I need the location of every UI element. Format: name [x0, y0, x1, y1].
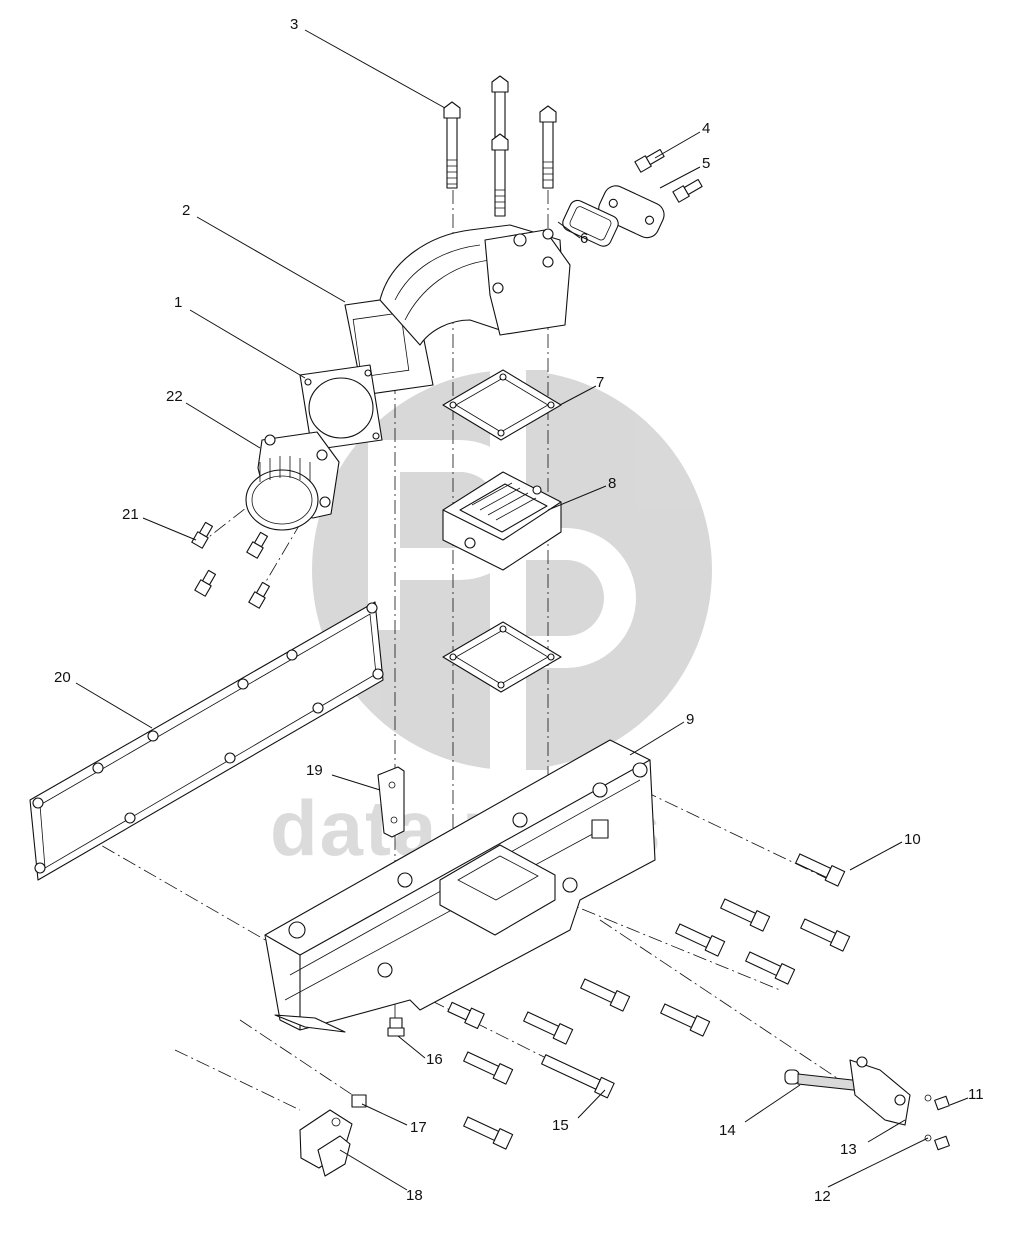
long-bolt: [539, 105, 557, 189]
hex-screw: [634, 148, 665, 173]
callout-label: 11: [968, 1086, 984, 1103]
pressure-sensor: [299, 1094, 367, 1177]
mounting-bracket: [377, 766, 405, 838]
long-bolt: [443, 101, 461, 189]
heater-gasket-bottom: [442, 621, 562, 693]
callout-label: 15: [552, 1117, 569, 1134]
callout-label: 1: [174, 294, 182, 311]
callout-label: 22: [166, 388, 183, 405]
callout-label: 18: [406, 1187, 423, 1204]
callout-labels: 1 2 3 4 5 6 7 8 9 10 11 12 13 14 15 16 1…: [54, 16, 984, 1205]
callout-label: 3: [290, 16, 298, 33]
long-bolt: [491, 133, 509, 217]
callout-leaders: [75, 29, 969, 1191]
long-bolt: [491, 75, 509, 143]
intake-elbow: [344, 224, 571, 396]
callout-label: 17: [410, 1119, 427, 1136]
plug-16: [387, 1017, 405, 1037]
callout-label: 8: [608, 475, 616, 492]
intake-manifold: [264, 739, 656, 1033]
hex-screw: [672, 178, 703, 203]
callout-label: 20: [54, 669, 71, 686]
temperature-sensor: [784, 1056, 950, 1151]
cover-plate-group: [562, 148, 703, 247]
grid-heater: [442, 471, 562, 571]
callout-label: 16: [426, 1051, 443, 1068]
callout-label: 6: [580, 230, 588, 247]
callout-label: 21: [122, 506, 139, 523]
coupling-flange: [245, 431, 340, 531]
callout-label: 14: [719, 1122, 736, 1139]
callout-label: 9: [686, 711, 694, 728]
callout-label: 2: [182, 202, 190, 219]
square-gasket: [299, 364, 383, 451]
callout-label: 7: [596, 374, 604, 391]
callout-label: 4: [702, 120, 710, 137]
callout-label: 12: [814, 1188, 831, 1205]
callout-label: 5: [702, 155, 710, 172]
small-bolts-21: [191, 521, 271, 609]
manifold-gasket: [29, 601, 384, 881]
callout-label: 19: [306, 762, 323, 779]
callout-label: 10: [904, 831, 921, 848]
callout-label: 13: [840, 1141, 857, 1158]
bolt-3-group: [443, 75, 557, 217]
flange-bolts: [447, 853, 851, 1150]
heater-gasket-top: [442, 369, 562, 441]
